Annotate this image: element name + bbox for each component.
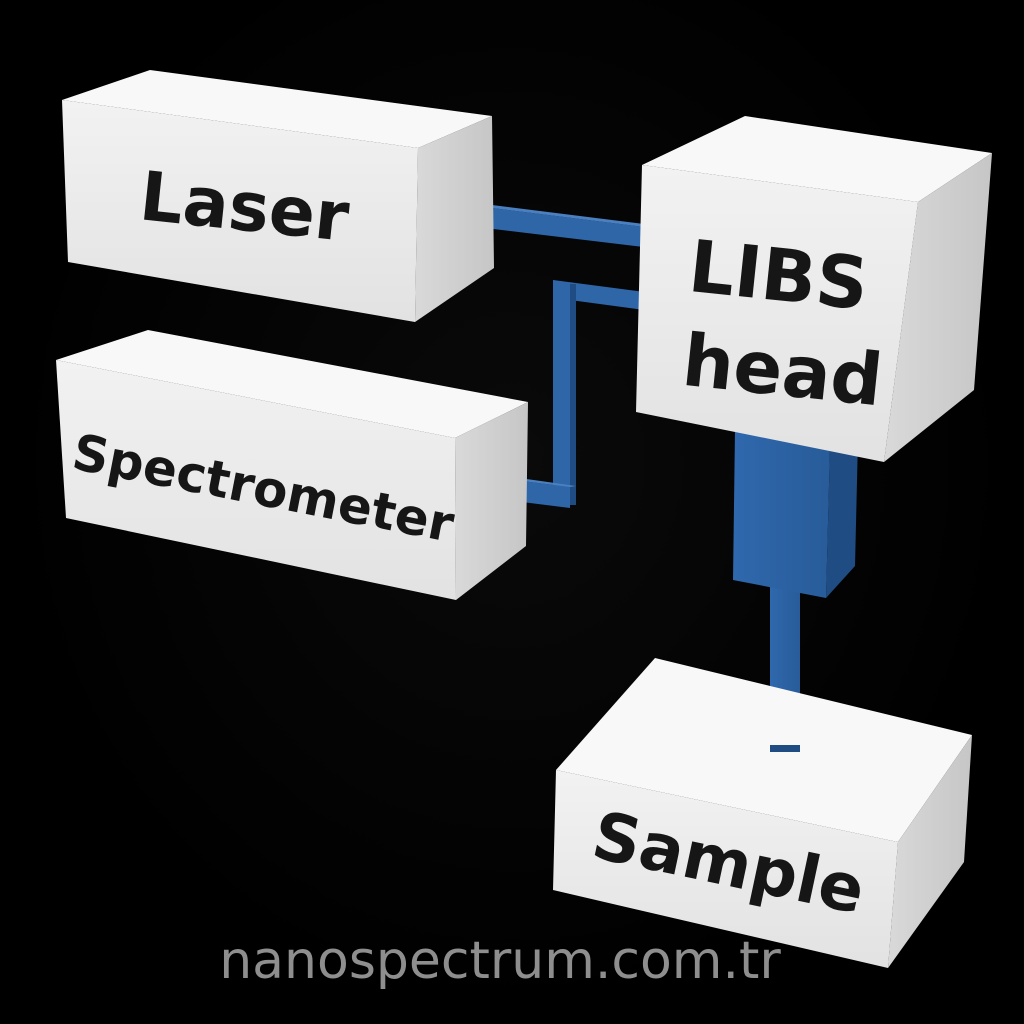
box-laser-top <box>62 70 492 148</box>
watermark-text: nanospectrum.com.tr <box>219 931 781 991</box>
box-spectrometer-top <box>56 330 528 438</box>
box-spectrometer-side <box>455 402 528 600</box>
box-spectrometer: Spectrometer <box>56 330 528 600</box>
box-spectrometer-front <box>56 360 456 600</box>
box-sample-side <box>888 735 972 968</box>
optical-housing <box>733 430 858 598</box>
box-laser: Laser <box>62 70 494 322</box>
box-sample: Sample <box>553 658 972 968</box>
connector-spectrometer-to-libs-head <box>490 280 652 508</box>
box-sample-top <box>556 658 972 842</box>
box-libs-head-front <box>636 165 918 462</box>
box-libs-head-label-line2: head <box>679 318 887 422</box>
box-sample-front <box>553 770 898 968</box>
box-laser-front <box>62 100 418 322</box>
box-libs-head: LIBS head <box>636 116 992 462</box>
box-libs-head-side <box>884 153 992 462</box>
box-laser-side <box>415 116 494 322</box>
connector-laser-to-libs-head <box>452 201 660 248</box>
box-libs-head-top <box>642 116 992 202</box>
box-libs-head-label-line1: LIBS <box>685 224 872 326</box>
